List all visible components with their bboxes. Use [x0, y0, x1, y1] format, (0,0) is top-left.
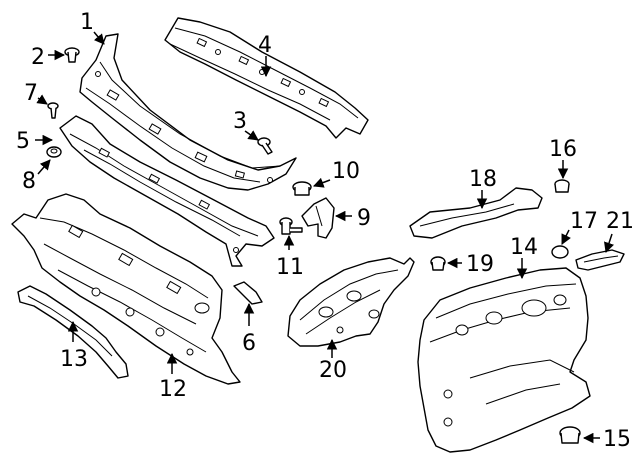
part-18-seal-strip[interactable]	[409, 187, 543, 239]
leader-3	[244, 130, 259, 141]
part-10-nut[interactable]	[292, 181, 312, 196]
callout-8[interactable]: 8	[22, 169, 36, 194]
callout-18[interactable]: 18	[469, 167, 497, 192]
callout-7[interactable]: 7	[24, 81, 38, 106]
part-8-grommet[interactable]	[46, 146, 62, 158]
callout-20[interactable]: 20	[319, 358, 347, 383]
leader-10	[313, 177, 331, 188]
callout-4[interactable]: 4	[258, 33, 272, 58]
leader-1	[93, 31, 105, 45]
callout-19[interactable]: 19	[466, 252, 494, 277]
part-3-screw[interactable]	[257, 137, 273, 155]
callout-21[interactable]: 21	[606, 209, 634, 234]
part-4-cowl-top-panel[interactable]	[164, 17, 369, 139]
part-6-clip[interactable]	[233, 281, 263, 305]
callout-11[interactable]: 11	[276, 255, 304, 280]
callout-12[interactable]: 12	[159, 377, 187, 402]
part-16-plug[interactable]	[554, 179, 570, 193]
callout-5[interactable]: 5	[16, 129, 30, 154]
callout-16[interactable]: 16	[549, 137, 577, 162]
leader-17	[561, 229, 571, 245]
callout-17[interactable]: 17	[570, 209, 598, 234]
callout-6[interactable]: 6	[242, 331, 256, 356]
part-5-cowl-reinforcement[interactable]	[59, 115, 275, 267]
part-12-dash-panel[interactable]	[11, 193, 241, 385]
part-11-stud[interactable]	[279, 217, 303, 235]
part-17-grommet[interactable]	[551, 245, 569, 259]
part-2-clip[interactable]	[64, 47, 80, 63]
part-7-screw[interactable]	[47, 102, 59, 119]
part-21-pad[interactable]	[575, 249, 625, 271]
leader-8	[37, 159, 51, 175]
callout-3[interactable]: 3	[233, 109, 247, 134]
callout-1[interactable]: 1	[80, 10, 94, 35]
part-20-dash-insulator[interactable]	[287, 257, 415, 347]
part-14-dash-insulator[interactable]	[417, 267, 591, 453]
part-15-plug[interactable]	[559, 426, 581, 444]
leader-7	[36, 94, 48, 105]
callout-14[interactable]: 14	[510, 235, 538, 260]
callout-labels: 1 2 3 4 5 6 7 8 9 10 11 12 13 14 15 16 1…	[16, 10, 634, 452]
callout-13[interactable]: 13	[60, 347, 88, 372]
leader-lines	[35, 31, 614, 444]
part-19-plug[interactable]	[430, 256, 446, 271]
callout-9[interactable]: 9	[357, 206, 371, 231]
part-1-cowl-panel[interactable]	[79, 33, 297, 191]
leader-21	[604, 233, 614, 253]
part-9-bracket[interactable]	[301, 197, 335, 239]
callout-15[interactable]: 15	[603, 427, 631, 452]
callout-2[interactable]: 2	[31, 45, 45, 70]
callout-10[interactable]: 10	[332, 159, 360, 184]
